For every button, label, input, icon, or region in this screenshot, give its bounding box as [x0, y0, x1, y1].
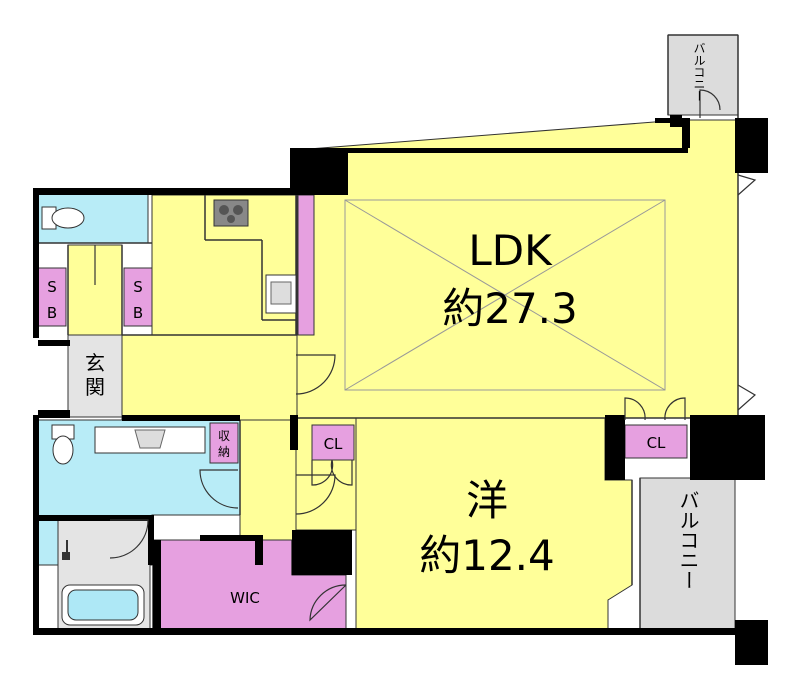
washroom-door [199, 469, 239, 509]
door-swings [94, 89, 757, 622]
balcony-top-label: バルコニー [692, 42, 706, 102]
ldk-window-door-top [737, 174, 757, 196]
thin-lines [38, 34, 739, 632]
shunou-box [209, 422, 239, 464]
cl-left-door-b [330, 459, 353, 486]
balcony-right-floor [639, 477, 736, 631]
hallway-lower [239, 419, 298, 541]
cl-right-door-a [624, 397, 646, 421]
hallway-floor [121, 334, 298, 421]
bathtub-icon [61, 584, 145, 626]
genkan-floor [67, 334, 123, 418]
sb-left-b: B [47, 304, 57, 322]
toilet-icon-washroom [51, 424, 75, 465]
toilet-icon [41, 206, 85, 230]
cl-right-door-b [664, 397, 686, 421]
cl-left-box [311, 424, 355, 461]
cl-left-label: CL [324, 435, 343, 453]
genkan-label-2: 関 [85, 375, 105, 399]
sink-icon [265, 274, 297, 314]
bath-door [109, 519, 149, 559]
balcony-right-label: バルコニー [676, 490, 700, 590]
washbasin-icon [94, 426, 206, 454]
western-door [295, 474, 336, 515]
walls [33, 115, 768, 665]
balcony-top-door [699, 89, 721, 118]
western-size: 約12.4 [419, 531, 555, 580]
cl-right-box [624, 424, 688, 459]
shower-icon [62, 540, 70, 560]
genkan-label-1: 玄 [85, 351, 105, 375]
kitchen-pink-strip [297, 194, 315, 336]
balcony-top-floor [667, 34, 739, 116]
wic-label: WIC [230, 589, 260, 607]
room-fills [37, 34, 739, 633]
ldk-door [295, 354, 336, 395]
wic-door [309, 584, 347, 622]
cl-left-door-a [311, 459, 334, 486]
ldk-ceiling-x [344, 199, 666, 391]
sb-left-box [37, 267, 67, 327]
western-name: 洋 [466, 476, 508, 525]
sb-left-s: S [47, 278, 57, 296]
western-room-floor [355, 417, 633, 633]
sb-right-b: B [133, 304, 143, 322]
shunou-label-2: 納 [218, 445, 230, 459]
stove-icon [213, 199, 249, 227]
shunou-label-1: 収 [218, 429, 230, 443]
sb-right-box [123, 267, 153, 327]
ldk-name: LDK [468, 226, 553, 275]
ldk-window-door-bottom [737, 384, 757, 411]
cl-right-label: CL [647, 434, 666, 452]
ldk-size: 約27.3 [442, 284, 578, 333]
sb-right-s: S [133, 278, 143, 296]
